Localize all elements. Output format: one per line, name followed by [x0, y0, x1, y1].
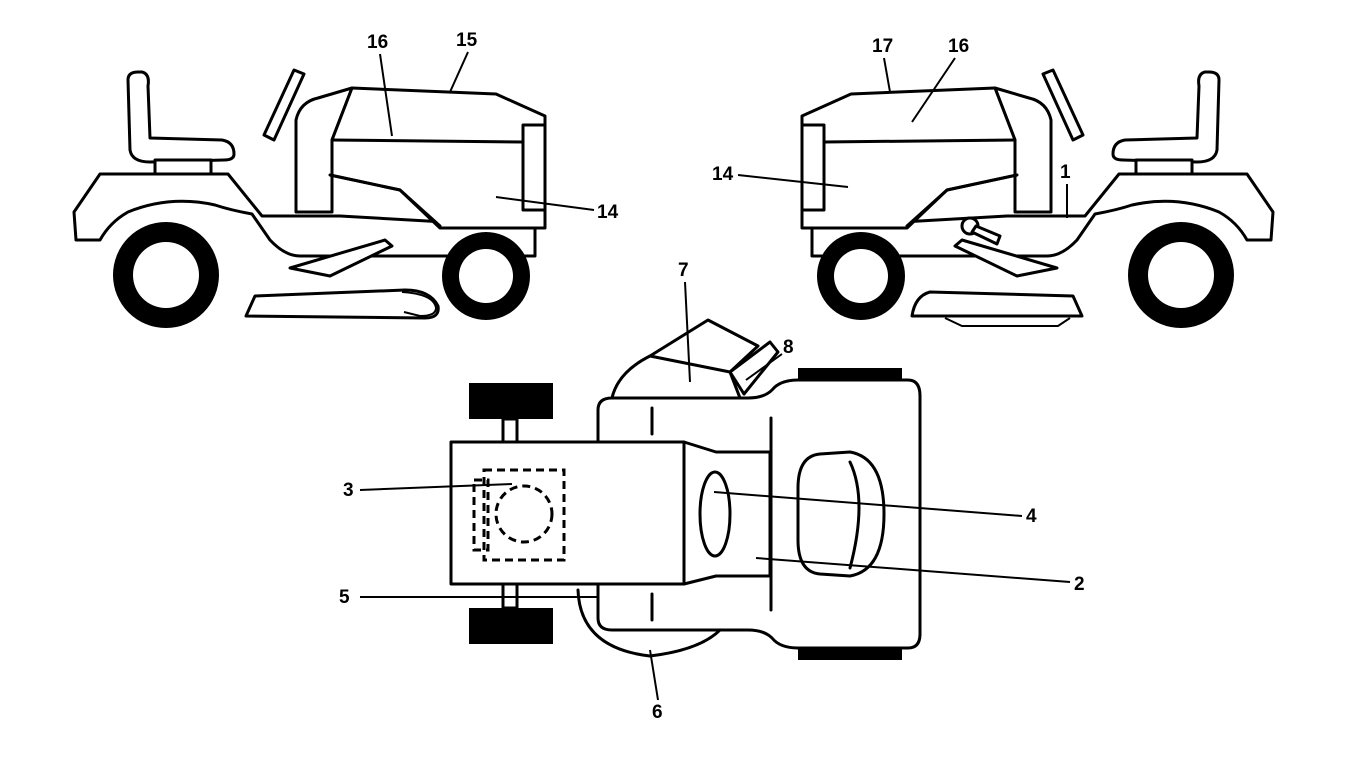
callout-17-right: 17 — [872, 36, 893, 57]
callout-7-top: 7 — [678, 260, 689, 281]
steering-wheel-top — [698, 470, 732, 558]
grille-right — [800, 123, 826, 212]
rear-body-top — [449, 440, 686, 586]
callout-2-top: 2 — [1074, 574, 1085, 595]
rear-fender-left — [72, 172, 537, 258]
rear-tire-top-lower — [469, 608, 553, 644]
leader-8-top — [745, 353, 783, 381]
leader-4-top — [713, 491, 1023, 517]
tractor-left-side-view: 16 15 14 — [72, 30, 619, 328]
leader-16-left — [379, 53, 393, 137]
callout-8-top: 8 — [783, 337, 794, 358]
callout-3-top: 3 — [343, 480, 354, 501]
deck-skid-right — [944, 317, 1071, 327]
callout-6-top: 6 — [652, 702, 663, 723]
decal-area-square-back — [472, 478, 490, 552]
grille-left — [521, 123, 547, 212]
footrest-left — [288, 238, 394, 278]
hood-top — [796, 450, 886, 578]
seat-back-left — [126, 70, 236, 164]
hood-top-inner — [848, 460, 861, 570]
rear-tire-top-upper — [469, 383, 553, 419]
callout-16-right: 16 — [948, 36, 969, 57]
chute-deflector — [728, 340, 780, 396]
leader-7-top — [684, 281, 691, 383]
leader-14-right — [737, 174, 849, 188]
rear-hub-left — [133, 242, 199, 308]
callout-14-left: 14 — [597, 202, 619, 223]
callout-16-left: 16 — [367, 32, 388, 53]
front-hub-left — [459, 249, 513, 303]
discharge-chute — [610, 318, 760, 400]
leader-3-top — [359, 483, 513, 491]
leader-15-left — [449, 51, 469, 93]
steering-wheel-left — [262, 68, 306, 142]
callout-1-right: 1 — [1060, 162, 1071, 183]
lever-right — [970, 224, 1002, 246]
steering-wheel-right — [1041, 68, 1085, 142]
footrest-right — [953, 238, 1059, 278]
decal-area-square — [482, 468, 566, 562]
callout-4-top: 4 — [1026, 506, 1037, 527]
leader-17-right — [883, 57, 891, 93]
axle-top-upper — [501, 417, 519, 445]
callout-15-left: 15 — [456, 30, 478, 51]
leader-14-left — [495, 196, 595, 211]
tractor-top-view: 7 8 3 4 2 5 6 — [339, 260, 1085, 723]
front-hub-right — [834, 249, 888, 303]
leader-16-right — [911, 57, 956, 123]
seat-back-right — [1111, 70, 1221, 164]
deck-bag-curve — [576, 588, 722, 658]
mower-deck-left — [244, 288, 440, 320]
hood-left — [329, 86, 547, 230]
tractor-right-side-view: 17 16 14 1 — [712, 36, 1275, 328]
mower-deck-right — [910, 290, 1084, 318]
deck-chute-left — [401, 291, 438, 318]
leader-6-top — [649, 649, 659, 701]
callout-14-right: 14 — [712, 164, 734, 185]
rear-fender-right — [810, 172, 1275, 258]
decal-area-circle — [494, 484, 554, 544]
leader-2-top — [755, 557, 1071, 583]
callout-5-top: 5 — [339, 587, 350, 608]
hood-right — [800, 86, 1018, 230]
rear-hub-right — [1148, 242, 1214, 308]
